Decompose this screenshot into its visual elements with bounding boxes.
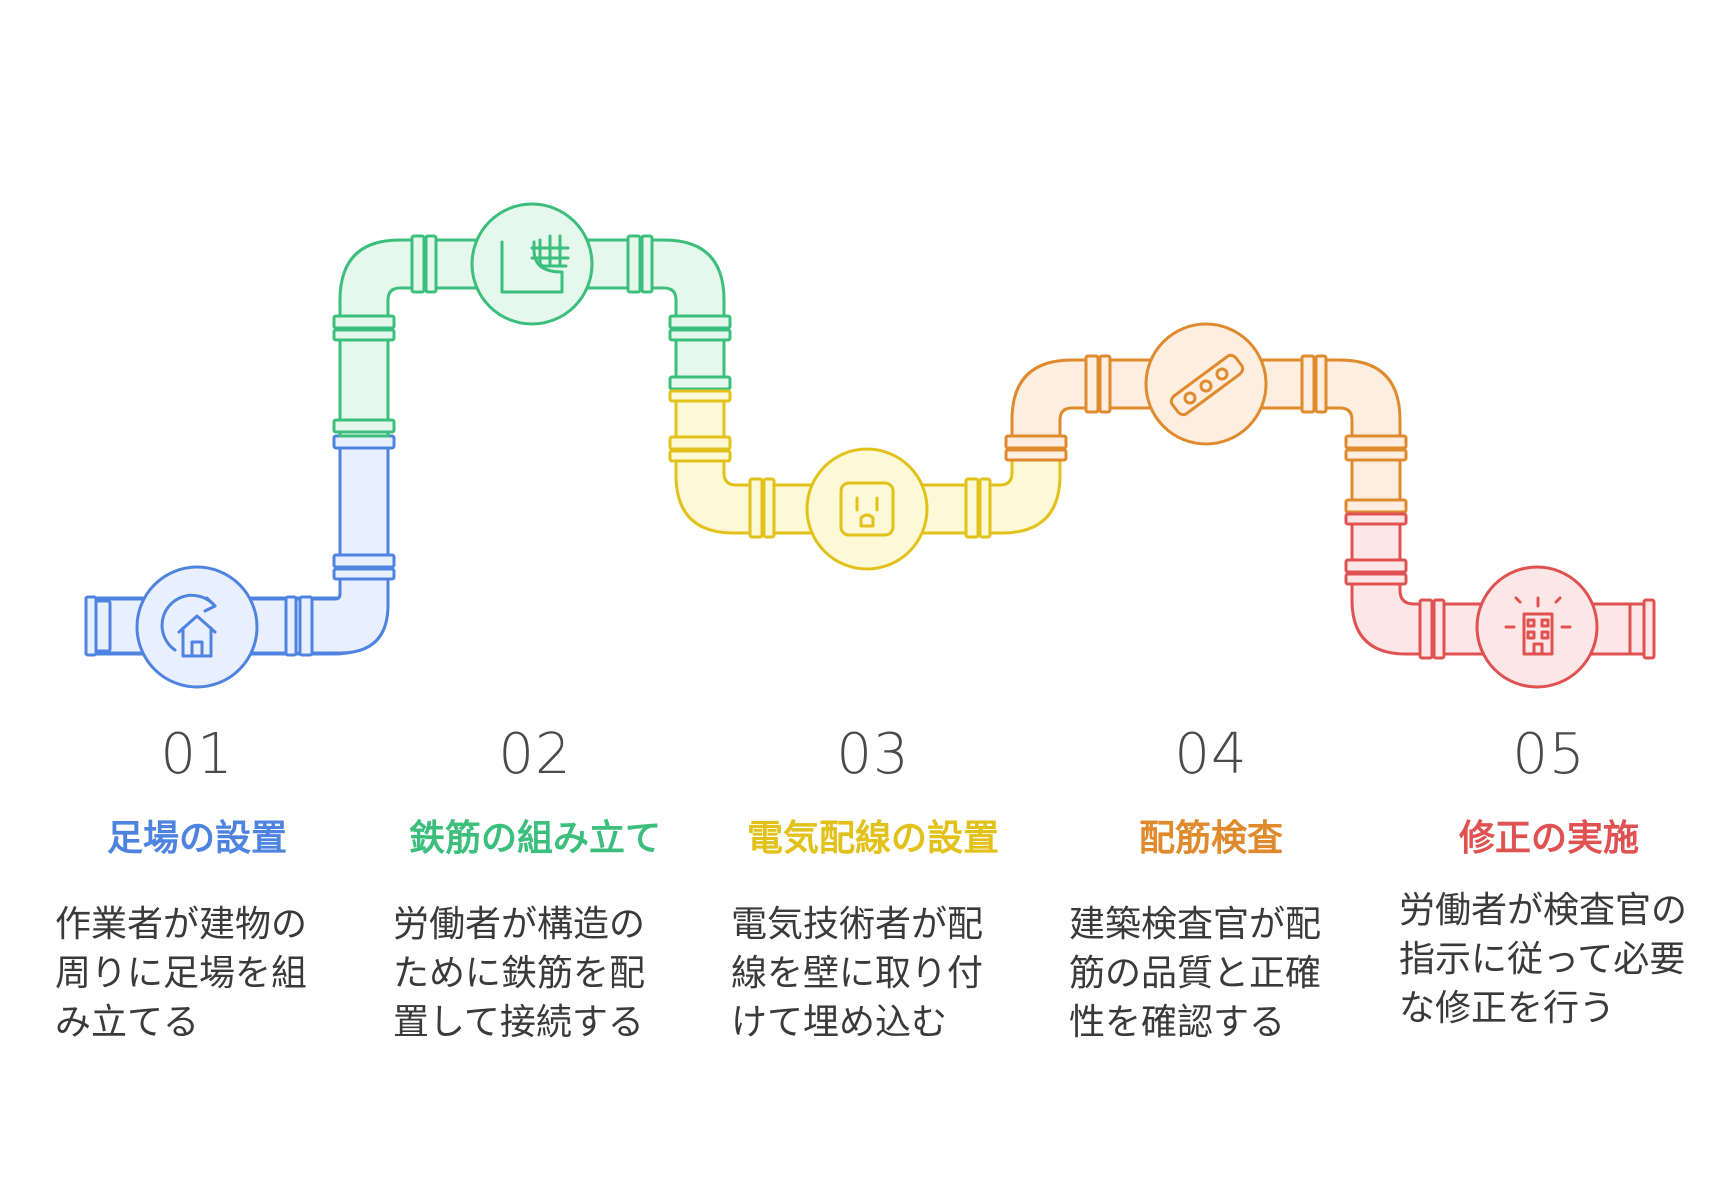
building-alert-icon	[1504, 596, 1572, 656]
house-rotate-icon	[160, 593, 217, 658]
step-4: 04 配筋検査 建築検査官が配筋の品質と正確性を確認する	[1061, 720, 1361, 1047]
step-number: 02	[498, 722, 572, 787]
step-title: 配筋検査	[1138, 818, 1283, 859]
step-2: 02 鉄筋の組み立て 労働者が構造のために鉄筋を配置して接続する	[385, 720, 685, 1047]
step-description: 建築検査官が配筋の品質と正確性を確認する	[1069, 904, 1322, 1043]
step-5-badge	[1475, 565, 1599, 689]
pipe-segment-4-body	[1004, 354, 1408, 514]
spirit-level-icon	[1169, 353, 1245, 417]
step-1: 01 足場の設置 作業者が建物の周りに足場を組み立てる	[47, 720, 347, 1047]
step-title: 足場の設置	[106, 818, 287, 859]
step-2-badge	[470, 202, 594, 326]
electrical-outlet-icon	[839, 481, 895, 537]
step-5: 05 修正の実施 労働者が検査官の指示に従って必要な修正を行う	[1399, 720, 1699, 1033]
step-description: 作業者が建物の周りに足場を組み立てる	[55, 904, 308, 1043]
step-1-badge	[135, 565, 259, 689]
step-description: 労働者が構造のために鉄筋を配置して接続する	[393, 904, 646, 1043]
step-number: 04	[1174, 722, 1248, 787]
step-title: 修正の実施	[1458, 818, 1639, 859]
step-number: 03	[836, 722, 910, 787]
rebar-frame-icon	[500, 234, 570, 294]
step-number: 01	[160, 722, 234, 787]
step-description: 電気技術者が配線を壁に取り付けて埋め込む	[731, 904, 984, 1043]
step-title: 電気配線の設置	[746, 818, 999, 859]
pipe-segment-3-body	[668, 389, 1062, 539]
step-3: 03 電気配線の設置 電気技術者が配線を壁に取り付けて埋め込む	[723, 720, 1023, 1047]
step-3-badge	[805, 447, 929, 571]
step-description: 労働者が検査官の指示に従って必要な修正を行う	[1399, 890, 1688, 1029]
step-title: 鉄筋の組み立て	[408, 818, 661, 859]
step-number: 05	[1512, 722, 1586, 787]
step-4-badge	[1144, 322, 1268, 446]
